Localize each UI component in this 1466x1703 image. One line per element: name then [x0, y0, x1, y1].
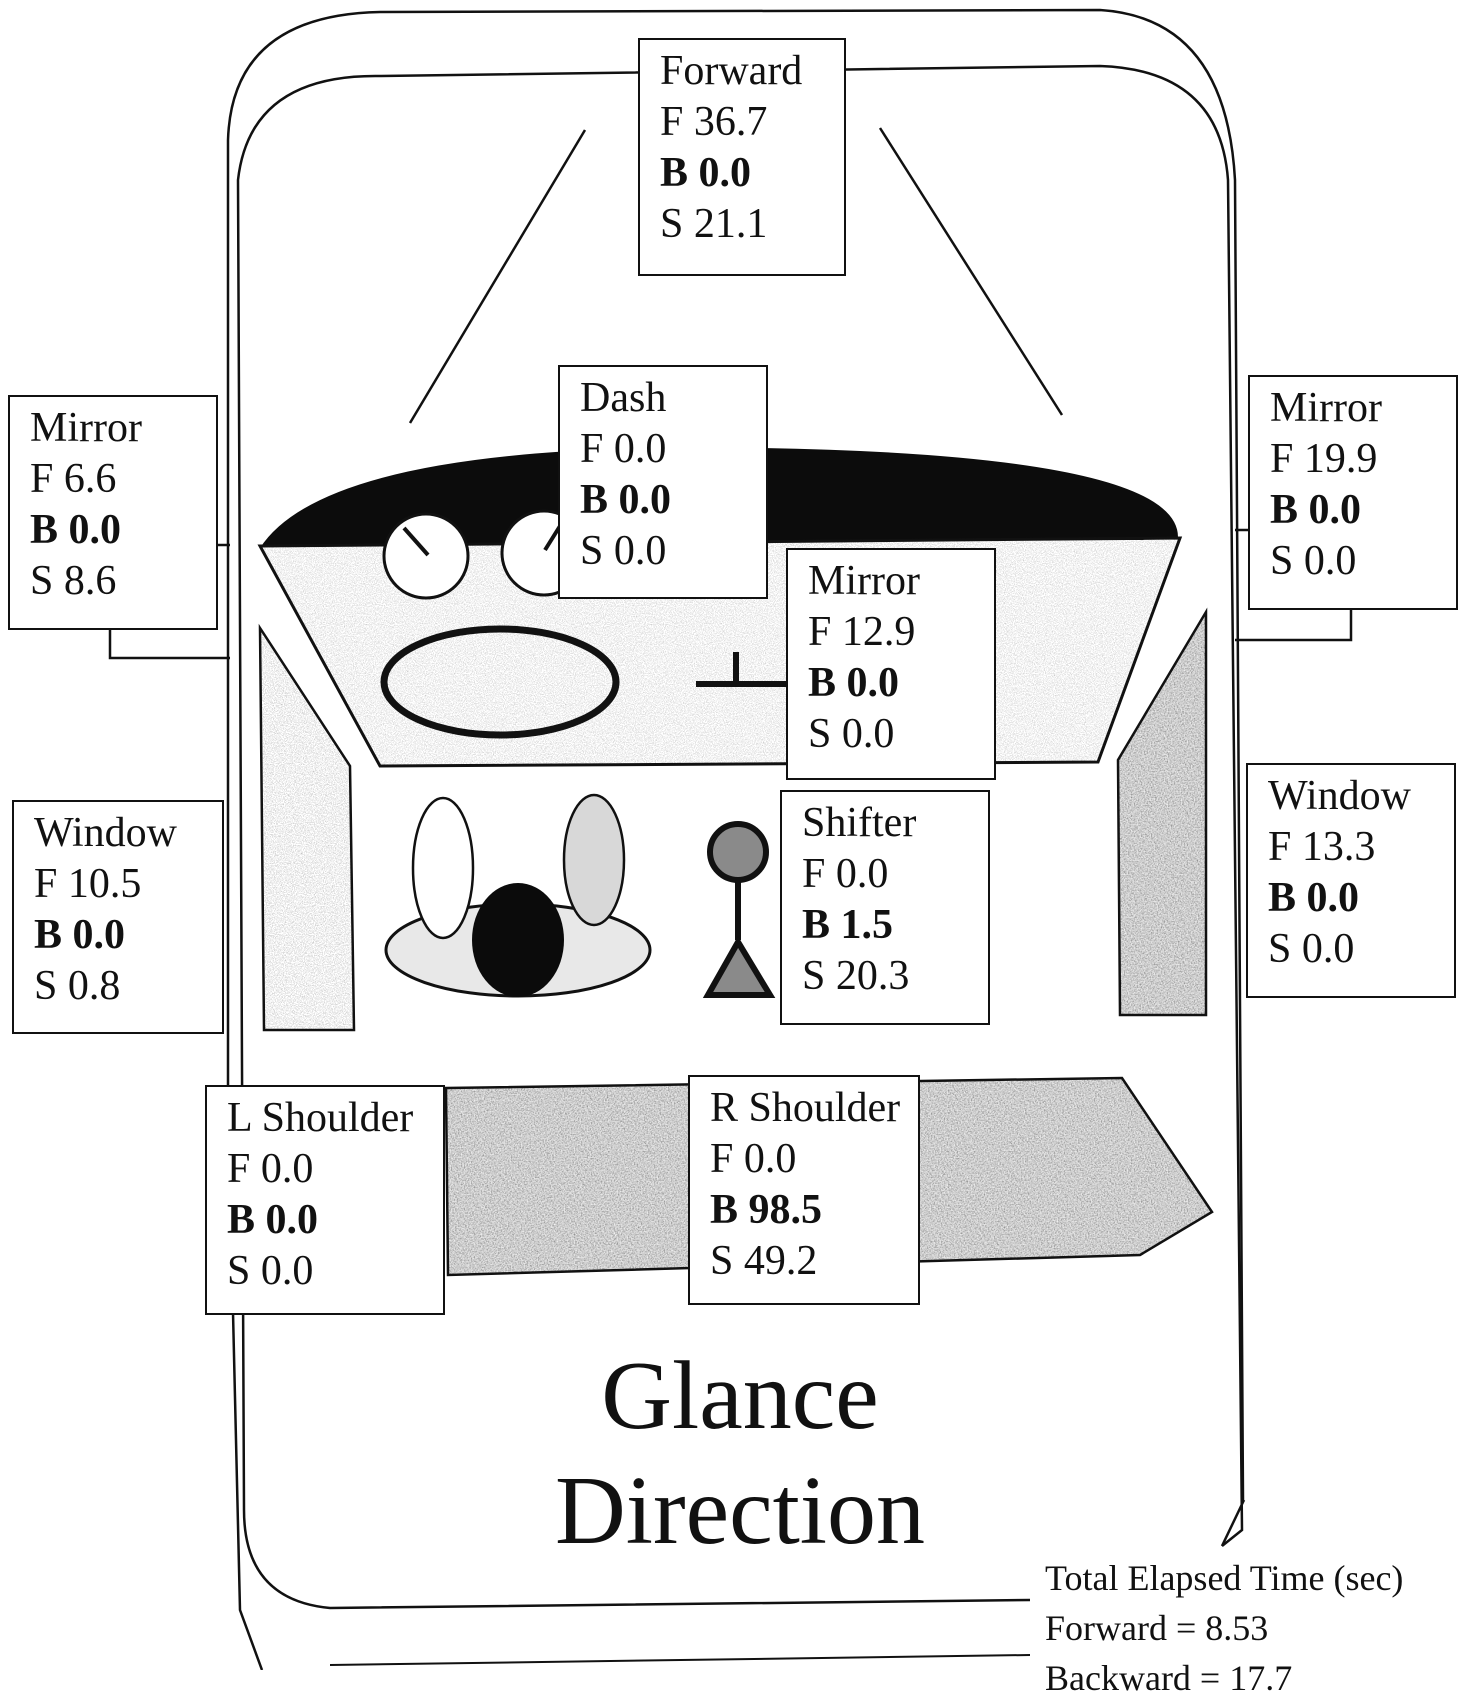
right-shoulder-f-value: F 0.0	[710, 1136, 797, 1182]
dash-box: Dash F 0.0 B 0.0 S 0.0	[558, 365, 768, 599]
right-leg	[562, 793, 626, 927]
left-pillar	[258, 623, 356, 1032]
shifter-base	[702, 936, 776, 998]
left-window-s-value: S 0.8	[34, 963, 121, 1009]
left-shoulder-b-value: B 0.0	[227, 1197, 319, 1243]
forward-s-value: S 21.1	[660, 201, 768, 247]
windshield-line-right	[878, 127, 1064, 416]
left-shoulder-label: L Shoulder	[227, 1095, 414, 1141]
left-window-label: Window	[34, 810, 177, 856]
left-mirror-connector	[108, 627, 230, 660]
left-window-b-value: B 0.0	[34, 912, 126, 958]
left-window-f-value: F 10.5	[34, 861, 142, 907]
shifter-f-value: F 0.0	[802, 851, 889, 897]
right-shoulder-b-value: B 98.5	[710, 1187, 823, 1233]
left-window-box: Window F 10.5 B 0.0 S 0.8	[12, 800, 224, 1034]
left-mirror-label: Mirror	[30, 405, 142, 451]
shifter-knob	[707, 821, 769, 883]
left-shoulder-box: L Shoulder F 0.0 B 0.0 S 0.0	[205, 1085, 445, 1315]
dash-s-value: S 0.0	[580, 528, 667, 574]
center-mirror-label: Mirror	[808, 558, 920, 604]
right-window-b-value: B 0.0	[1268, 875, 1360, 921]
elapsed-time-summary: Total Elapsed Time (sec) Forward = 8.53 …	[1045, 1553, 1465, 1703]
elapsed-heading: Total Elapsed Time (sec)	[1045, 1558, 1404, 1598]
right-shoulder-box: R Shoulder F 0.0 B 98.5 S 49.2	[688, 1075, 920, 1305]
left-shoulder-f-value: F 0.0	[227, 1146, 314, 1192]
left-leg	[411, 796, 475, 940]
gauge-left	[382, 512, 470, 600]
left-shoulder-s-value: S 0.0	[227, 1248, 314, 1294]
elapsed-backward: Backward = 17.7	[1045, 1658, 1293, 1698]
forward-label: Forward	[660, 48, 803, 94]
shifter-box: Shifter F 0.0 B 1.5 S 20.3	[780, 790, 990, 1025]
right-mirror-label: Mirror	[1270, 385, 1382, 431]
diagram-title-line1: Glance	[601, 1342, 879, 1450]
left-mirror-f-value: F 6.6	[30, 456, 117, 502]
elapsed-forward: Forward = 8.53	[1045, 1608, 1269, 1648]
vehicle-outline-bottom	[329, 1654, 1031, 1666]
dash-label: Dash	[580, 375, 667, 421]
right-pillar	[1116, 607, 1208, 1017]
diagram-title-line2: Direction	[554, 1457, 926, 1565]
right-mirror-connector	[1235, 607, 1353, 642]
windshield-line-left	[408, 129, 587, 424]
left-mirror-box: Mirror F 6.6 B 0.0 S 8.6	[8, 395, 218, 630]
right-mirror-f-value: F 19.9	[1270, 436, 1378, 482]
right-mirror-b-value: B 0.0	[1270, 487, 1362, 533]
forward-box: Forward F 36.7 B 0.0 S 21.1	[638, 38, 846, 276]
center-mirror-s-value: S 0.0	[808, 711, 895, 757]
shifter-label: Shifter	[802, 800, 917, 846]
right-window-label: Window	[1268, 773, 1411, 819]
right-window-f-value: F 13.3	[1268, 824, 1376, 870]
dash-b-value: B 0.0	[580, 477, 672, 523]
left-mirror-b-value: B 0.0	[30, 507, 122, 553]
driver-head	[472, 883, 564, 997]
center-mirror-b-value: B 0.0	[808, 660, 900, 706]
center-mirror-f-value: F 12.9	[808, 609, 916, 655]
right-window-box: Window F 13.3 B 0.0 S 0.0	[1246, 763, 1456, 998]
vehicle-outline-inner	[236, 64, 1244, 1610]
right-shoulder-s-value: S 49.2	[710, 1238, 818, 1284]
dashboard-panel	[257, 536, 1183, 768]
right-shoulder-label: R Shoulder	[710, 1085, 901, 1131]
right-mirror-s-value: S 0.0	[1270, 538, 1357, 584]
forward-f-value: F 36.7	[660, 99, 768, 145]
rear-seat	[444, 1076, 1214, 1277]
dash-f-value: F 0.0	[580, 426, 667, 472]
left-mirror-s-value: S 8.6	[30, 558, 117, 604]
right-window-s-value: S 0.0	[1268, 926, 1355, 972]
right-mirror-box: Mirror F 19.9 B 0.0 S 0.0	[1248, 375, 1458, 610]
vehicle-outline-outer	[226, 8, 1245, 1670]
forward-b-value: B 0.0	[660, 150, 752, 196]
shifter-b-value: B 1.5	[802, 902, 894, 948]
center-mirror-box: Mirror F 12.9 B 0.0 S 0.0	[786, 548, 996, 780]
shifter-s-value: S 20.3	[802, 953, 910, 999]
steering-ellipse	[380, 625, 620, 739]
